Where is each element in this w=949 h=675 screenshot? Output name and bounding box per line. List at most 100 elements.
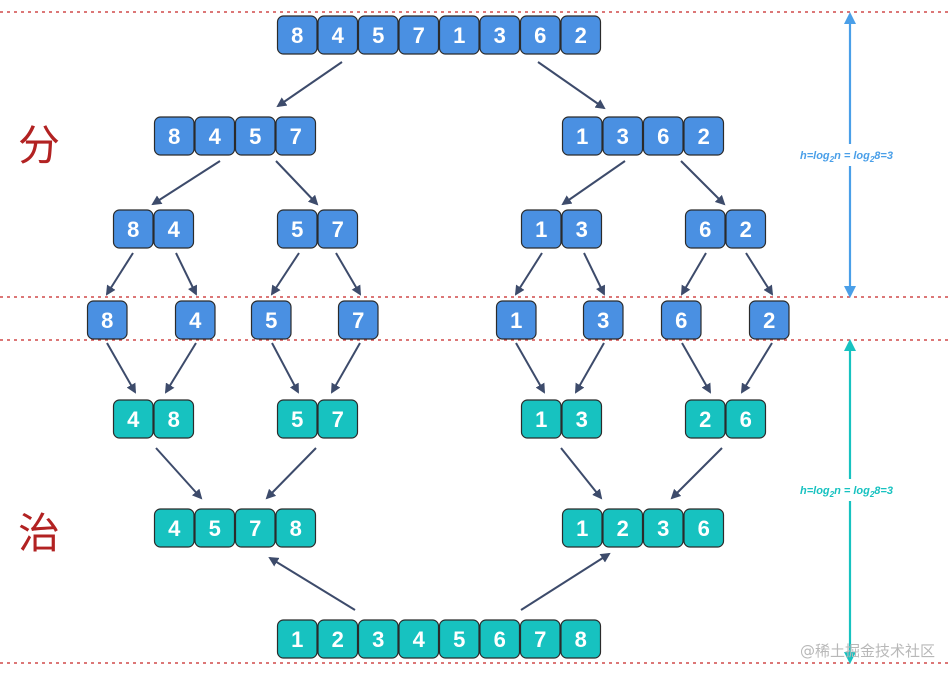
conquer-cell-box <box>276 399 318 439</box>
arrow-5 <box>561 160 626 206</box>
divide-cell-box <box>602 116 644 156</box>
arrow-7 <box>105 252 134 296</box>
divide-cell-value: 4 <box>189 308 202 333</box>
conquer-cell-box <box>276 619 318 659</box>
divide-cell-box <box>582 300 624 340</box>
arrow-15 <box>106 342 136 394</box>
conquer-cell-box <box>153 508 195 548</box>
divide-cell-box <box>519 15 561 55</box>
arrow-27 <box>268 556 356 611</box>
arrow-19 <box>515 342 545 394</box>
divide-cell-value: 4 <box>332 23 345 48</box>
arrow-22 <box>740 342 773 394</box>
divide-cell-value: 5 <box>291 217 303 242</box>
divide-cell-box <box>317 209 359 249</box>
divide-cell-value: 5 <box>249 124 261 149</box>
divide-cell-box <box>153 116 195 156</box>
divide-level-3-group-1: 8 <box>86 300 128 340</box>
arrows <box>105 61 774 611</box>
divide-cell-box <box>684 209 726 249</box>
conquer-cell-value: 7 <box>249 516 261 541</box>
divide-cell-value: 8 <box>101 308 113 333</box>
divide-cell-value: 3 <box>494 23 506 48</box>
divide-level-3-group-7: 6 <box>660 300 702 340</box>
divide-cell-box <box>748 300 790 340</box>
divide-level-3-group-2: 4 <box>174 300 216 340</box>
divide-cell-box <box>398 15 440 55</box>
divide-cell-box <box>276 15 318 55</box>
divide-cell-value: 4 <box>209 124 222 149</box>
arrow-8 <box>175 252 197 296</box>
conquer-cell-box <box>560 619 602 659</box>
divide-level-3-group-5: 1 <box>495 300 537 340</box>
divide-cell-value: 7 <box>413 23 425 48</box>
conquer-cell-box <box>684 399 726 439</box>
divide-cell-value: 5 <box>265 308 277 333</box>
conquer-cell-value: 6 <box>740 407 752 432</box>
divide-cell-value: 3 <box>576 217 588 242</box>
conquer-cell-box <box>398 619 440 659</box>
divide-cell-value: 7 <box>332 217 344 242</box>
arrow-28 <box>520 552 611 611</box>
conquer-cell-value: 4 <box>127 407 140 432</box>
conquer-cell-box <box>112 399 154 439</box>
divide-cell-box <box>153 209 195 249</box>
conquer-cell-box <box>479 619 521 659</box>
divide-cell-box <box>337 300 379 340</box>
conquer-cell-value: 6 <box>698 516 710 541</box>
conquer-cell-box <box>519 619 561 659</box>
divide-cell-box <box>276 209 318 249</box>
divide-cell-value: 7 <box>290 124 302 149</box>
arrow-21 <box>681 342 711 394</box>
conquer-cell-box <box>520 399 562 439</box>
arrow-11 <box>514 252 543 296</box>
divide-cell-value: 8 <box>291 23 303 48</box>
divide-cell-value: 6 <box>699 217 711 242</box>
conquer-formula-bg <box>795 479 935 501</box>
divide-cell-box <box>561 209 603 249</box>
arrow-6 <box>680 160 726 206</box>
arrow-20 <box>575 342 605 394</box>
divide-cell-box <box>438 15 480 55</box>
divide-formula-bg <box>795 144 935 166</box>
divide-cell-value: 2 <box>763 308 775 333</box>
conquer-cell-box <box>602 508 644 548</box>
arrow-10 <box>335 252 362 296</box>
arrow-3 <box>151 160 221 206</box>
divide-cell-value: 6 <box>534 23 546 48</box>
divide-cell-box <box>194 116 236 156</box>
conquer-cell-box <box>683 508 725 548</box>
divide-cell-box <box>112 209 154 249</box>
conquer-cell-box <box>234 508 276 548</box>
divide-cell-value: 3 <box>617 124 629 149</box>
conquer-cell-value: 1 <box>576 516 588 541</box>
arrow-14 <box>745 252 774 296</box>
arrow-18 <box>331 342 361 394</box>
arrow-9 <box>270 252 300 296</box>
conquer-cell-value: 8 <box>290 516 302 541</box>
divide-cell-value: 1 <box>453 23 465 48</box>
conquer-cell-box <box>438 619 480 659</box>
conquer-cell-value: 2 <box>699 407 711 432</box>
conquer-cell-box <box>194 508 236 548</box>
conquer-cell-value: 8 <box>575 627 587 652</box>
divide-cell-box <box>174 300 216 340</box>
divide-cell-box <box>275 116 317 156</box>
divide-cell-value: 4 <box>168 217 181 242</box>
arrow-17 <box>271 342 299 394</box>
divide-cell-value: 2 <box>698 124 710 149</box>
divide-cell-box <box>479 15 521 55</box>
arrow-1 <box>276 61 343 108</box>
conquer-cell-value: 7 <box>534 627 546 652</box>
divide-cell-box <box>495 300 537 340</box>
conquer-cell-value: 8 <box>168 407 180 432</box>
